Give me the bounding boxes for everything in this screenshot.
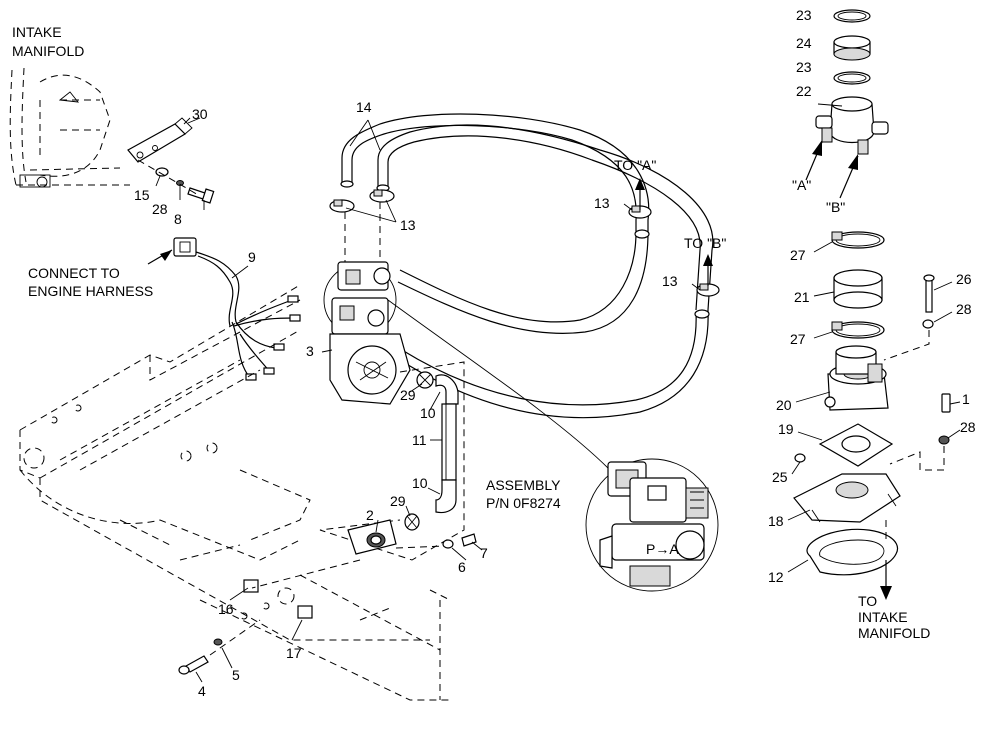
callout-22: 22 [796,83,812,99]
note-to-a: TO "A" [614,157,656,173]
callout-13: 13 [400,217,416,233]
note-connect-2: ENGINE HARNESS [28,283,153,299]
mixer-upper-stack [815,9,889,155]
callout-27: 27 [790,331,806,347]
callout-10: 10 [412,475,428,491]
callout-14: 14 [356,99,372,115]
callout-5: 5 [232,667,240,683]
callout-10: 10 [420,405,436,421]
bolt1-dashed-guide [889,446,945,471]
to-intake-arrowhead [880,586,892,600]
callout-26: 26 [956,271,972,287]
callout-3: 3 [306,343,314,359]
frame-fastener-set [178,619,261,675]
clamp-dashed-guides [344,202,381,262]
bracket-part [127,117,201,163]
callout-7: 7 [480,545,488,561]
harness-arrowhead [160,250,172,261]
callout-13: 13 [662,273,678,289]
port-a-arrowhead [812,140,822,156]
callout-21: 21 [794,289,810,305]
note-assembly-1: ASSEMBLY [486,477,561,493]
mixer-lower-stack [793,231,951,576]
note-port-a: "A" [792,177,811,193]
callout-leader-lines [155,103,961,683]
callout-8: 8 [174,211,182,227]
pipe-assembly-0F8274 [251,361,477,589]
to-a-arrowhead [635,178,645,190]
note-intake-manifold-2: MANIFOLD [12,43,84,59]
note-to-intake-1: TO [858,593,877,609]
callout-23: 23 [796,7,812,23]
callout-17: 17 [286,645,302,661]
callout-28: 28 [152,201,168,217]
note-connect-1: CONNECT TO [28,265,120,281]
label-17 [297,605,313,619]
frame-rail-illustration [19,284,451,701]
callout-24: 24 [796,35,812,51]
callout-30: 30 [192,106,208,122]
callout-28: 28 [956,301,972,317]
callout-11: 11 [412,432,427,448]
clamp-leader-lines [345,199,397,223]
port-b-arrowhead [848,154,858,170]
valve-flow-marking: P→A [646,541,679,557]
callout-4: 4 [198,683,206,699]
callout-1: 1 [962,391,970,407]
callout-20: 20 [776,397,792,413]
callout-27: 27 [790,247,806,263]
wiring-harness-part [173,237,301,381]
callout-2: 2 [366,507,374,523]
to-b-arrowhead [703,254,713,266]
intake-manifold-illustration [9,67,130,188]
callout-25: 25 [772,469,788,485]
callout-6: 6 [458,559,466,575]
callout-9: 9 [248,249,256,265]
note-to-b: TO "B" [684,235,726,251]
callout-28: 28 [960,419,976,435]
label-16 [243,579,259,593]
note-to-intake-2: INTAKE [858,609,908,625]
note-to-intake-3: MANIFOLD [858,625,930,641]
fastener-set-bracket [137,159,215,204]
note-port-b: "B" [826,199,845,215]
callout-13: 13 [594,195,610,211]
note-assembly-2: P/N 0F8274 [486,495,561,511]
bolt26-dashed-guide [883,330,930,361]
valve-detail-callout [387,299,719,592]
callout-19: 19 [778,421,794,437]
callout-29: 29 [400,387,416,403]
callout-29: 29 [390,493,406,509]
callout-18: 18 [768,513,784,529]
callout-16: 16 [218,601,234,617]
callout-15: 15 [134,187,150,203]
callout-12: 12 [768,569,784,585]
callout-23: 23 [796,59,812,75]
hose-leader-lines [349,119,381,151]
note-intake-manifold-1: INTAKE [12,24,62,40]
fuel-valve-assembly [323,261,411,405]
